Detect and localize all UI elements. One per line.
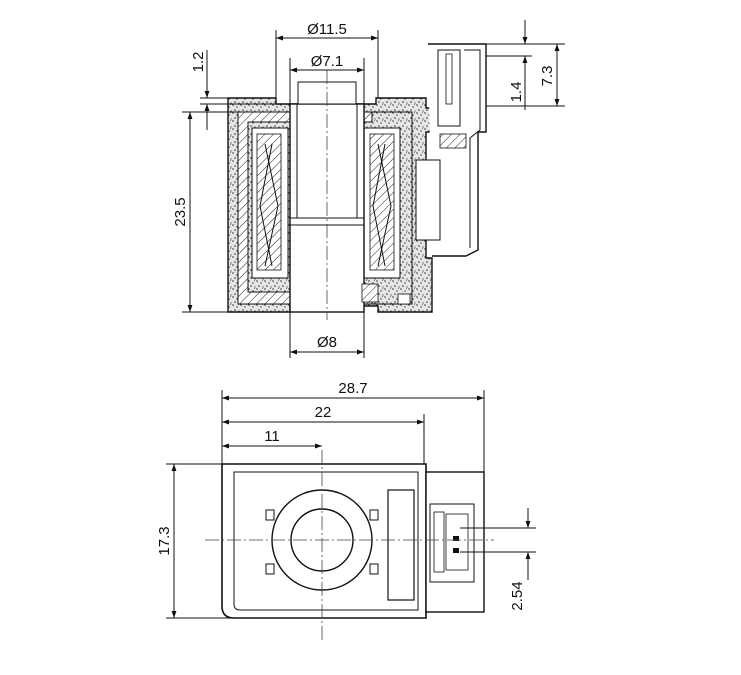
- dimension-center-offset: 11: [222, 428, 322, 449]
- section-view: [227, 43, 487, 320]
- dimension-terminal-step: 1.4: [486, 20, 532, 110]
- overall-height-label: 23.5: [172, 197, 189, 226]
- dimension-body-height: 17.3: [156, 463, 234, 619]
- bore-diameter-label: Ø7.1: [311, 53, 344, 70]
- dimension-pin-pitch: 2.54: [460, 508, 536, 611]
- body-height-label: 17.3: [156, 526, 173, 555]
- overall-length-label: 28.7: [338, 380, 367, 397]
- plan-view: [205, 450, 494, 640]
- dimension-terminal-height: 7.3: [486, 43, 565, 107]
- bottom-diameter-label: Ø8: [317, 334, 337, 351]
- pin-pitch-label: 2.54: [509, 581, 526, 610]
- dimension-bottom-diameter: Ø8: [289, 312, 365, 358]
- body-length-label: 22: [315, 404, 332, 421]
- dimension-body-length: 22: [222, 404, 425, 464]
- terminal-step-label: 1.4: [508, 82, 525, 103]
- dimension-outer-diameter: Ø11.5: [275, 21, 379, 98]
- outer-diameter-label: Ø11.5: [307, 21, 347, 38]
- terminal-height-label: 7.3: [539, 66, 556, 87]
- top-offset-label: 1.2: [190, 52, 207, 73]
- dimension-overall-height: 23.5: [172, 111, 238, 313]
- dimension-bore-diameter: Ø7.1: [289, 53, 365, 104]
- dimension-top-offset: 1.2: [190, 50, 290, 130]
- center-offset-label: 11: [264, 428, 280, 445]
- dimension-overall-length: 28.7: [221, 380, 485, 472]
